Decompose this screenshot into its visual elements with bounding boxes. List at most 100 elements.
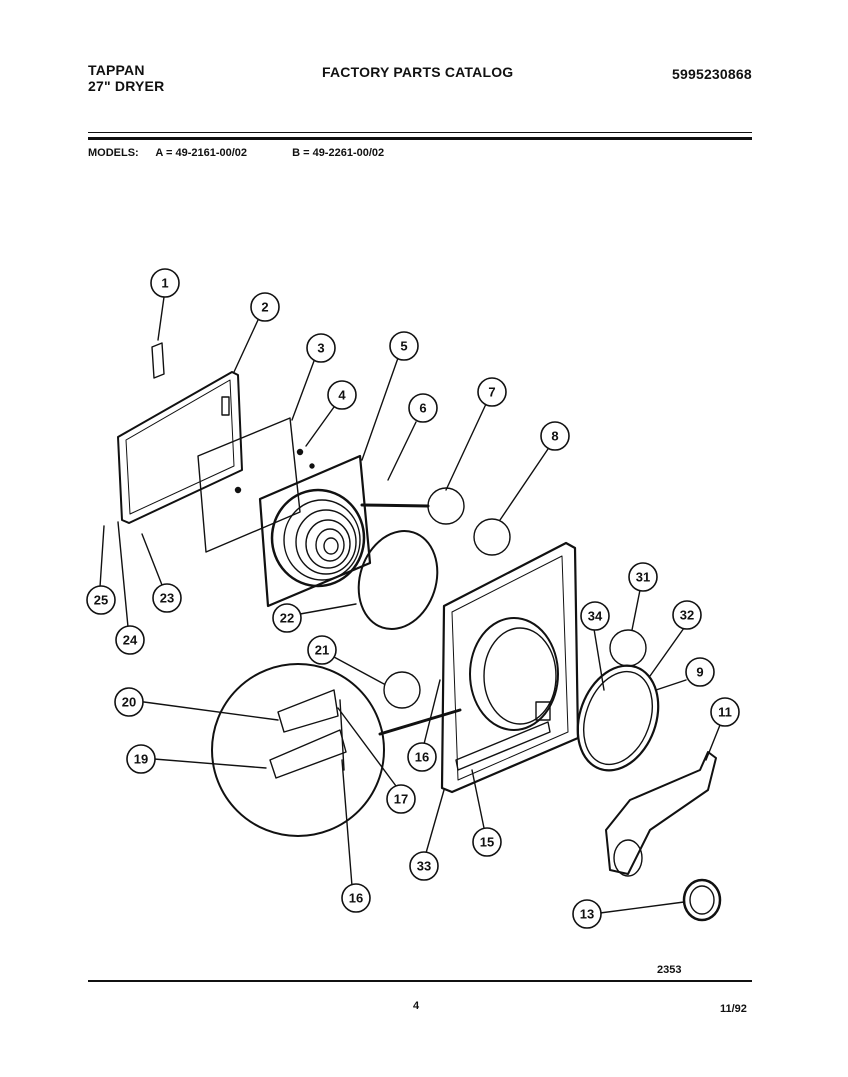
svg-text:11: 11 bbox=[718, 705, 732, 720]
screw-part bbox=[296, 448, 304, 456]
duct-gasket-part bbox=[682, 878, 722, 922]
svg-text:21: 21 bbox=[315, 643, 329, 658]
svg-text:6: 6 bbox=[419, 401, 426, 416]
product-name: 27" DRYER bbox=[88, 78, 165, 94]
svg-text:20: 20 bbox=[122, 695, 136, 710]
front-panel-opening bbox=[469, 617, 559, 731]
leader-20 bbox=[143, 701, 279, 721]
leader-4 bbox=[305, 406, 335, 447]
clip-31-part bbox=[609, 629, 647, 667]
outer-door-panel-part bbox=[117, 371, 243, 524]
leader-7 bbox=[445, 403, 487, 491]
svg-text:16: 16 bbox=[349, 891, 363, 906]
leader-33 bbox=[425, 789, 445, 854]
leader-3 bbox=[291, 360, 315, 421]
clip-21-part bbox=[383, 671, 421, 709]
magnifier-connector bbox=[378, 708, 462, 736]
svg-text:24: 24 bbox=[123, 633, 138, 648]
screw-part-b bbox=[309, 463, 315, 469]
door-window-ring-2 bbox=[295, 509, 357, 575]
models-line: MODELS: A = 49-2161-00/02 B = 49-2261-00… bbox=[88, 147, 398, 159]
callout-9: 9 bbox=[685, 657, 715, 687]
drawing-number: 2353 bbox=[657, 964, 682, 976]
callout-4: 4 bbox=[327, 380, 357, 410]
callout-23: 23 bbox=[152, 583, 182, 613]
detail-part-19 bbox=[269, 729, 347, 779]
footer-rule bbox=[88, 980, 752, 982]
page-number: 4 bbox=[413, 1000, 420, 1012]
door-window-ring-5 bbox=[323, 537, 339, 555]
door-switch-part bbox=[535, 701, 551, 721]
leader-21 bbox=[333, 656, 385, 685]
lint-duct-part bbox=[605, 751, 717, 875]
svg-text:8: 8 bbox=[551, 429, 558, 444]
svg-text:13: 13 bbox=[580, 907, 594, 922]
hinge-bracket-part bbox=[151, 342, 165, 379]
detail-connector bbox=[360, 503, 430, 508]
bulkhead-ring-part bbox=[576, 664, 660, 772]
front-panel-inner bbox=[451, 555, 569, 781]
door-window-ring-3 bbox=[305, 519, 351, 569]
front-panel-grille bbox=[455, 721, 551, 771]
callout-5: 5 bbox=[389, 331, 419, 361]
detail-part-20 bbox=[277, 689, 339, 733]
door-handle-part bbox=[221, 396, 230, 416]
callout-6: 6 bbox=[408, 393, 438, 423]
leader-15 bbox=[471, 769, 485, 829]
svg-text:31: 31 bbox=[636, 570, 650, 585]
door-seal-part bbox=[357, 530, 439, 630]
leader-11 bbox=[705, 724, 721, 761]
svg-text:33: 33 bbox=[417, 859, 431, 874]
svg-text:5: 5 bbox=[400, 339, 407, 354]
detail-magnifier-circle bbox=[211, 663, 385, 837]
leader-2 bbox=[233, 319, 259, 373]
svg-text:9: 9 bbox=[696, 665, 703, 680]
door-window-ring-1 bbox=[283, 499, 361, 581]
header-rule-thin bbox=[88, 132, 752, 133]
leader-31 bbox=[631, 589, 641, 631]
leader-25 bbox=[99, 525, 105, 588]
callout-15: 15 bbox=[472, 827, 502, 857]
catalog-number: 5995230868 bbox=[672, 66, 752, 82]
callout-16-detail: 16 bbox=[341, 883, 371, 913]
callout-11: 11 bbox=[710, 697, 740, 727]
leader-8 bbox=[499, 448, 549, 521]
svg-text:7: 7 bbox=[488, 385, 495, 400]
svg-text:15: 15 bbox=[480, 835, 494, 850]
clip-7-part bbox=[427, 487, 465, 525]
svg-text:2: 2 bbox=[261, 300, 268, 315]
outer-door-panel-inner bbox=[125, 379, 235, 515]
callout-22: 22 bbox=[272, 603, 302, 633]
leader-22 bbox=[299, 603, 357, 615]
insulation-sheet-part bbox=[197, 417, 301, 553]
svg-text:23: 23 bbox=[160, 591, 174, 606]
svg-text:32: 32 bbox=[680, 608, 694, 623]
catalog-title: FACTORY PARTS CATALOG bbox=[322, 64, 514, 80]
callout-17: 17 bbox=[386, 784, 416, 814]
leader-1 bbox=[157, 296, 165, 341]
leader-32 bbox=[649, 627, 685, 677]
callout-24: 24 bbox=[115, 625, 145, 655]
bulkhead-ring-inner bbox=[583, 670, 653, 766]
leader-5 bbox=[361, 357, 399, 461]
callout-20: 20 bbox=[114, 687, 144, 717]
brand-name: TAPPAN bbox=[88, 62, 145, 78]
model-b: B = 49-2261-00/02 bbox=[292, 147, 385, 159]
svg-text:4: 4 bbox=[338, 388, 346, 403]
callout-31: 31 bbox=[628, 562, 658, 592]
catalog-date: 11/92 bbox=[720, 1003, 747, 1015]
leader-16 bbox=[423, 679, 441, 745]
insulation-dot bbox=[234, 486, 242, 494]
callout-8: 8 bbox=[540, 421, 570, 451]
leader-9 bbox=[655, 679, 687, 691]
svg-text:34: 34 bbox=[588, 609, 603, 624]
leader-17 bbox=[337, 707, 397, 787]
callout-19: 19 bbox=[126, 744, 156, 774]
model-a: A = 49-2161-00/02 bbox=[155, 147, 248, 159]
lint-duct-opening bbox=[613, 839, 643, 877]
svg-text:16: 16 bbox=[415, 750, 429, 765]
svg-text:19: 19 bbox=[134, 752, 148, 767]
callout-33: 33 bbox=[409, 851, 439, 881]
callout-2: 2 bbox=[250, 292, 280, 322]
